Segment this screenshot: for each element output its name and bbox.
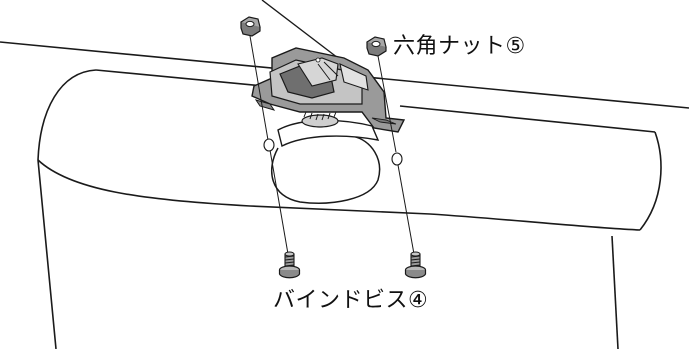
appliance-body: [37, 69, 662, 349]
body-opening: [271, 135, 381, 204]
hex-nut-label: 六角ナット⑤: [393, 34, 526, 59]
bind-screw-right: [404, 251, 427, 279]
hex-nut-left: [240, 16, 261, 37]
hex-nut-right: [366, 36, 387, 57]
bind-screw-left: [278, 251, 301, 279]
threaded-collar: [301, 111, 339, 128]
alignment-line-right: [377, 55, 415, 255]
alignment-line-left: [249, 35, 289, 255]
bind-screw-label: バインドビス④: [273, 288, 429, 313]
cable-line: [261, 0, 339, 59]
